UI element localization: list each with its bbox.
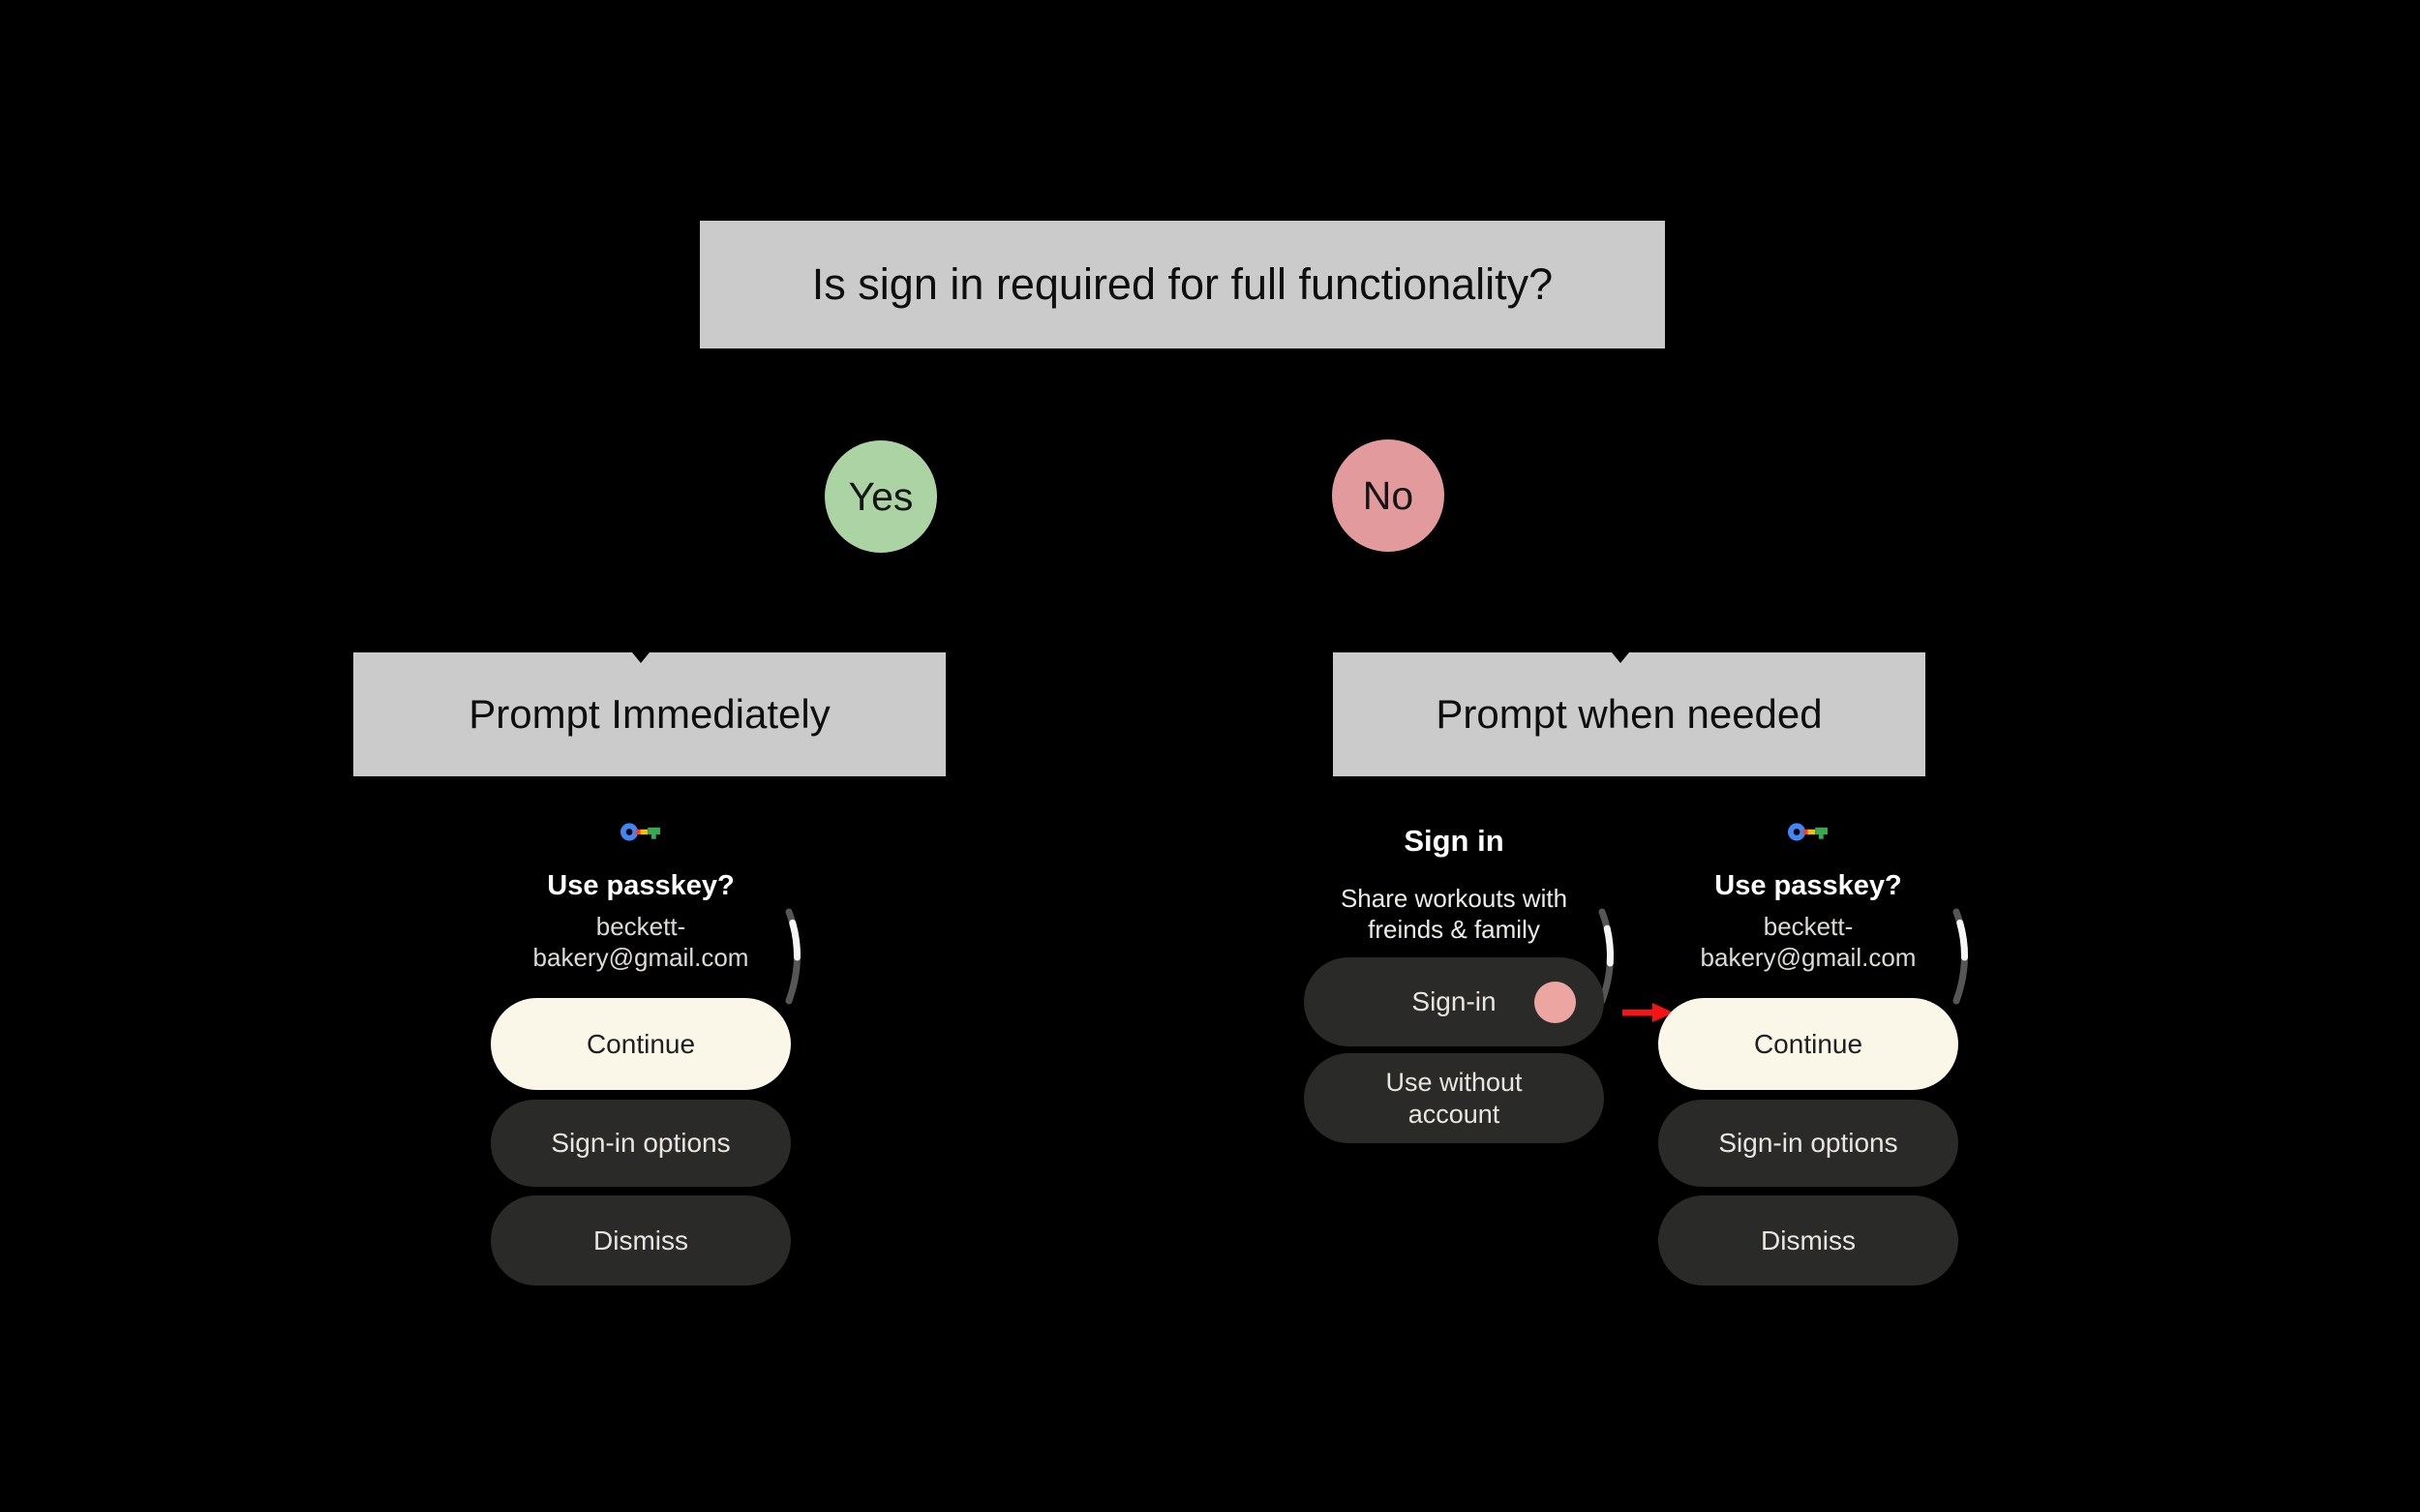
passkey-icon <box>1788 823 1829 841</box>
account-email-line1: beckett- <box>1763 912 1854 941</box>
watch-screen-passkey-right: Use passkey? beckett- bakery@gmail.com C… <box>1615 813 2002 1316</box>
account-email-line1: beckett- <box>595 912 686 941</box>
signin-dialog-subtitle: Share workouts with freinds & family <box>1260 883 1648 945</box>
signin-subtitle-line1: Share workouts with <box>1340 884 1568 913</box>
signin-button[interactable]: Sign-in <box>1304 957 1604 1046</box>
passkey-icon <box>620 823 661 841</box>
signin-options-button-label: Sign-in options <box>1718 1128 1898 1158</box>
continue-button[interactable]: Continue <box>491 998 791 1090</box>
outcome-node-prompt-when-needed: Prompt when needed <box>1333 652 1925 776</box>
passkey-dialog-title: Use passkey? <box>1714 870 1902 901</box>
continue-button[interactable]: Continue <box>1658 998 1958 1090</box>
scroll-position-indicator[interactable] <box>1597 908 1622 1005</box>
account-email: beckett- bakery@gmail.com <box>447 911 834 973</box>
signin-button-label: Sign-in <box>1411 986 1497 1016</box>
tap-indicator-dot <box>1534 982 1576 1023</box>
continue-button-label: Continue <box>586 1028 696 1059</box>
signin-options-button-label: Sign-in options <box>551 1128 731 1158</box>
outcome-node-prompt-immediately: Prompt Immediately <box>353 652 946 776</box>
dismiss-button-label: Dismiss <box>593 1225 688 1255</box>
yes-label: Yes <box>848 473 914 519</box>
no-branch-node: No <box>1332 439 1444 552</box>
outcome-right-text: Prompt when needed <box>1436 691 1823 737</box>
connector-arrowhead-icon <box>1612 652 1629 663</box>
signin-options-button[interactable]: Sign-in options <box>491 1100 791 1187</box>
dismiss-button[interactable]: Dismiss <box>491 1195 791 1285</box>
account-email: beckett- bakery@gmail.com <box>1615 911 2002 973</box>
watch-screen-signin: Sign in Share workouts with freinds & fa… <box>1260 813 1648 1316</box>
dismiss-button[interactable]: Dismiss <box>1658 1195 1958 1285</box>
outcome-left-text: Prompt Immediately <box>469 691 831 737</box>
scroll-position-indicator[interactable] <box>1951 908 1977 1005</box>
account-email-line2: bakery@gmail.com <box>532 943 749 972</box>
question-node: Is sign in required for full functionali… <box>700 221 1665 348</box>
connector-arrowhead-icon <box>632 652 650 663</box>
passkey-dialog-title: Use passkey? <box>547 870 735 901</box>
watch-screen-passkey-left: Use passkey? beckett- bakery@gmail.com C… <box>447 813 834 1316</box>
use-without-account-line2: account <box>1407 1099 1500 1129</box>
account-email-line2: bakery@gmail.com <box>1700 943 1917 972</box>
use-without-account-button[interactable]: Use without account <box>1304 1053 1604 1143</box>
red-arrow-icon <box>1622 1003 1674 1022</box>
signin-options-button[interactable]: Sign-in options <box>1658 1100 1958 1187</box>
no-label: No <box>1362 472 1414 518</box>
use-without-account-line1: Use without <box>1385 1067 1523 1097</box>
signin-dialog-title: Sign in <box>1404 824 1504 858</box>
scroll-position-indicator[interactable] <box>784 908 809 1005</box>
continue-button-label: Continue <box>1753 1028 1863 1059</box>
signin-subtitle-line2: freinds & family <box>1368 915 1540 944</box>
question-text: Is sign in required for full functionali… <box>811 259 1554 309</box>
yes-branch-node: Yes <box>825 440 937 553</box>
use-without-account-label: Use without account <box>1385 1067 1522 1131</box>
dismiss-button-label: Dismiss <box>1761 1225 1856 1255</box>
